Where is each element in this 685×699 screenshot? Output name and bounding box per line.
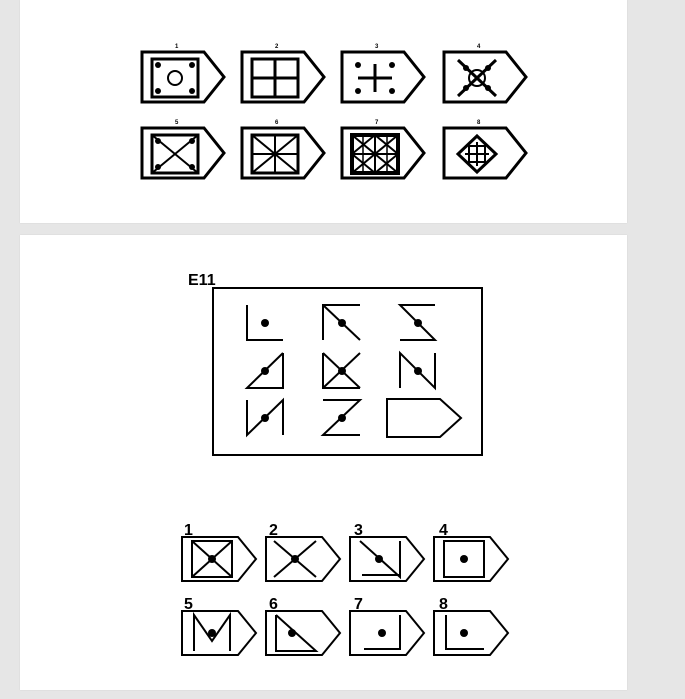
option-number: 8 — [439, 596, 448, 613]
matrix-cell — [244, 352, 284, 389]
option-number: 4 — [477, 44, 481, 50]
option-number: 1 — [184, 522, 193, 539]
answer-option-4[interactable] — [433, 536, 510, 582]
option-number: 1 — [175, 44, 179, 50]
option-number: 8 — [477, 120, 481, 126]
option-5 — [140, 126, 226, 180]
matrix-cell — [322, 304, 361, 341]
matrix-cell — [246, 305, 283, 341]
matrix-cell — [320, 399, 363, 436]
answer-options-grid: 1 2 3 4 5 6 7 8 — [140, 44, 528, 180]
page-2: E11 — [20, 235, 627, 690]
option-number: 3 — [354, 522, 363, 539]
matrix-frame — [212, 287, 483, 456]
problem-label: E11 — [188, 272, 216, 289]
option-number: 6 — [275, 120, 279, 126]
answer-option-7[interactable] — [349, 610, 426, 656]
option-number: 5 — [184, 596, 193, 613]
option-number: 2 — [269, 522, 278, 539]
matrix-cell — [322, 352, 361, 389]
option-number: 7 — [375, 120, 379, 126]
option-6 — [240, 126, 326, 180]
answer-placeholder — [386, 398, 463, 438]
option-number: 4 — [439, 522, 448, 539]
answer-option-6[interactable] — [265, 610, 342, 656]
option-number: 7 — [354, 596, 363, 613]
matrix-cell — [246, 397, 284, 438]
option-number: 2 — [275, 44, 279, 50]
option-number: 5 — [175, 120, 179, 126]
option-1 — [140, 50, 226, 104]
answer-option-8[interactable] — [433, 610, 510, 656]
page-1: 1 2 3 4 5 6 7 8 — [20, 0, 627, 223]
option-7 — [340, 126, 426, 180]
option-number: 6 — [269, 596, 278, 613]
answer-option-1[interactable] — [181, 536, 258, 582]
option-8 — [442, 126, 528, 180]
matrix-problem: E11 — [181, 272, 510, 656]
option-3 — [340, 50, 426, 104]
matrix-cell — [397, 304, 438, 341]
option-number: 3 — [375, 44, 379, 50]
answer-option-3[interactable] — [349, 536, 426, 582]
option-4 — [442, 50, 528, 104]
matrix-cell — [399, 350, 436, 391]
answer-option-2[interactable] — [265, 536, 342, 582]
option-2 — [240, 50, 326, 104]
answer-option-5[interactable] — [181, 610, 258, 656]
